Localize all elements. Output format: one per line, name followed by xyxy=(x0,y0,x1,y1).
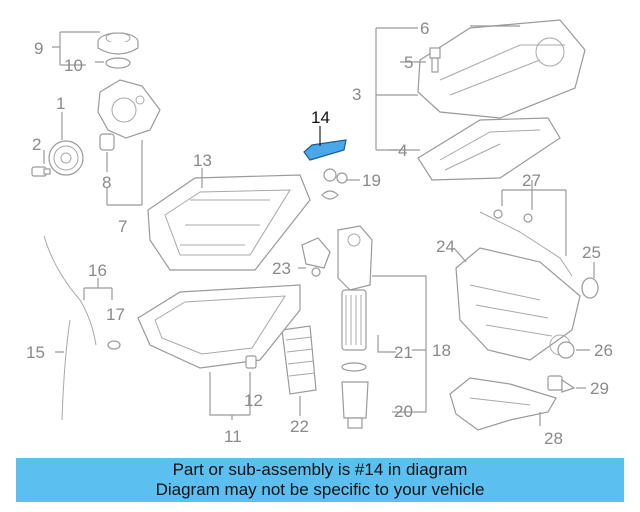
harness-bracket xyxy=(479,209,573,277)
banner-line-1: Part or sub-assembly is #14 in diagram xyxy=(172,460,468,479)
dipstick-tube xyxy=(43,235,97,421)
label-11: 11 xyxy=(224,427,242,446)
drain-plug xyxy=(245,355,257,369)
label-23: 23 xyxy=(272,259,291,278)
label-9: 9 xyxy=(34,39,43,58)
label-6: 6 xyxy=(420,19,429,38)
label-1: 1 xyxy=(56,94,65,113)
label-18: 18 xyxy=(432,341,451,360)
label-29: 29 xyxy=(590,379,609,398)
filter-cap xyxy=(341,381,369,429)
crank-pulley xyxy=(48,140,84,176)
filter-o-ring xyxy=(341,362,367,372)
label-7: 7 xyxy=(118,217,127,236)
cover-bolt xyxy=(429,47,441,73)
label-16: 16 xyxy=(88,261,107,280)
label-10: 10 xyxy=(64,56,83,75)
label-4: 4 xyxy=(398,141,407,160)
valve-cover xyxy=(417,19,586,119)
lower-oil-pan xyxy=(137,284,301,369)
label-5: 5 xyxy=(404,53,413,72)
filler-cap-seal xyxy=(105,57,131,69)
info-banner: Part or sub-assembly is #14 in diagram D… xyxy=(16,458,624,502)
housing-gasket xyxy=(301,237,331,277)
label-8: 8 xyxy=(102,173,111,192)
label-19: 19 xyxy=(362,171,381,190)
label-14: 14 xyxy=(311,108,330,127)
label-13: 13 xyxy=(193,151,212,170)
label-25: 25 xyxy=(582,243,601,262)
banner-line-2: Diagram may not be specific to your vehi… xyxy=(155,480,485,499)
label-24: 24 xyxy=(436,237,455,256)
dipstick-seal xyxy=(107,340,121,350)
label-12: 12 xyxy=(244,391,263,410)
label-28: 28 xyxy=(544,429,563,448)
oil-cooler xyxy=(281,325,317,395)
oil-filler-cap xyxy=(97,32,139,55)
label-27: 27 xyxy=(522,171,541,190)
oil-filter-housing xyxy=(337,225,373,291)
part-14-highlighted: 14 xyxy=(303,108,347,161)
label-22: 22 xyxy=(290,417,309,436)
label-15: 15 xyxy=(26,343,45,362)
manifold-gasket-26 xyxy=(557,341,575,359)
manifold-gasket-25 xyxy=(581,277,599,299)
label-21: 21 xyxy=(394,343,413,362)
seal-rings xyxy=(321,168,348,200)
parts-diagram: 9 10 1 2 8 7 13 14 1 xyxy=(26,19,613,448)
label-26: 26 xyxy=(594,341,613,360)
sensor xyxy=(547,375,576,393)
filter-element xyxy=(341,289,367,351)
valve-cover-gasket xyxy=(417,117,561,181)
upper-oil-pan xyxy=(147,174,311,271)
label-3: 3 xyxy=(352,85,361,104)
cover-seal xyxy=(99,133,115,151)
manifold-support xyxy=(449,377,557,431)
baffle-plate xyxy=(303,139,347,161)
label-2: 2 xyxy=(32,135,41,154)
timing-cover xyxy=(97,79,161,139)
pulley-bolt xyxy=(31,166,51,177)
label-17: 17 xyxy=(106,305,125,324)
label-20: 20 xyxy=(394,402,413,421)
intake-manifold xyxy=(455,247,581,361)
